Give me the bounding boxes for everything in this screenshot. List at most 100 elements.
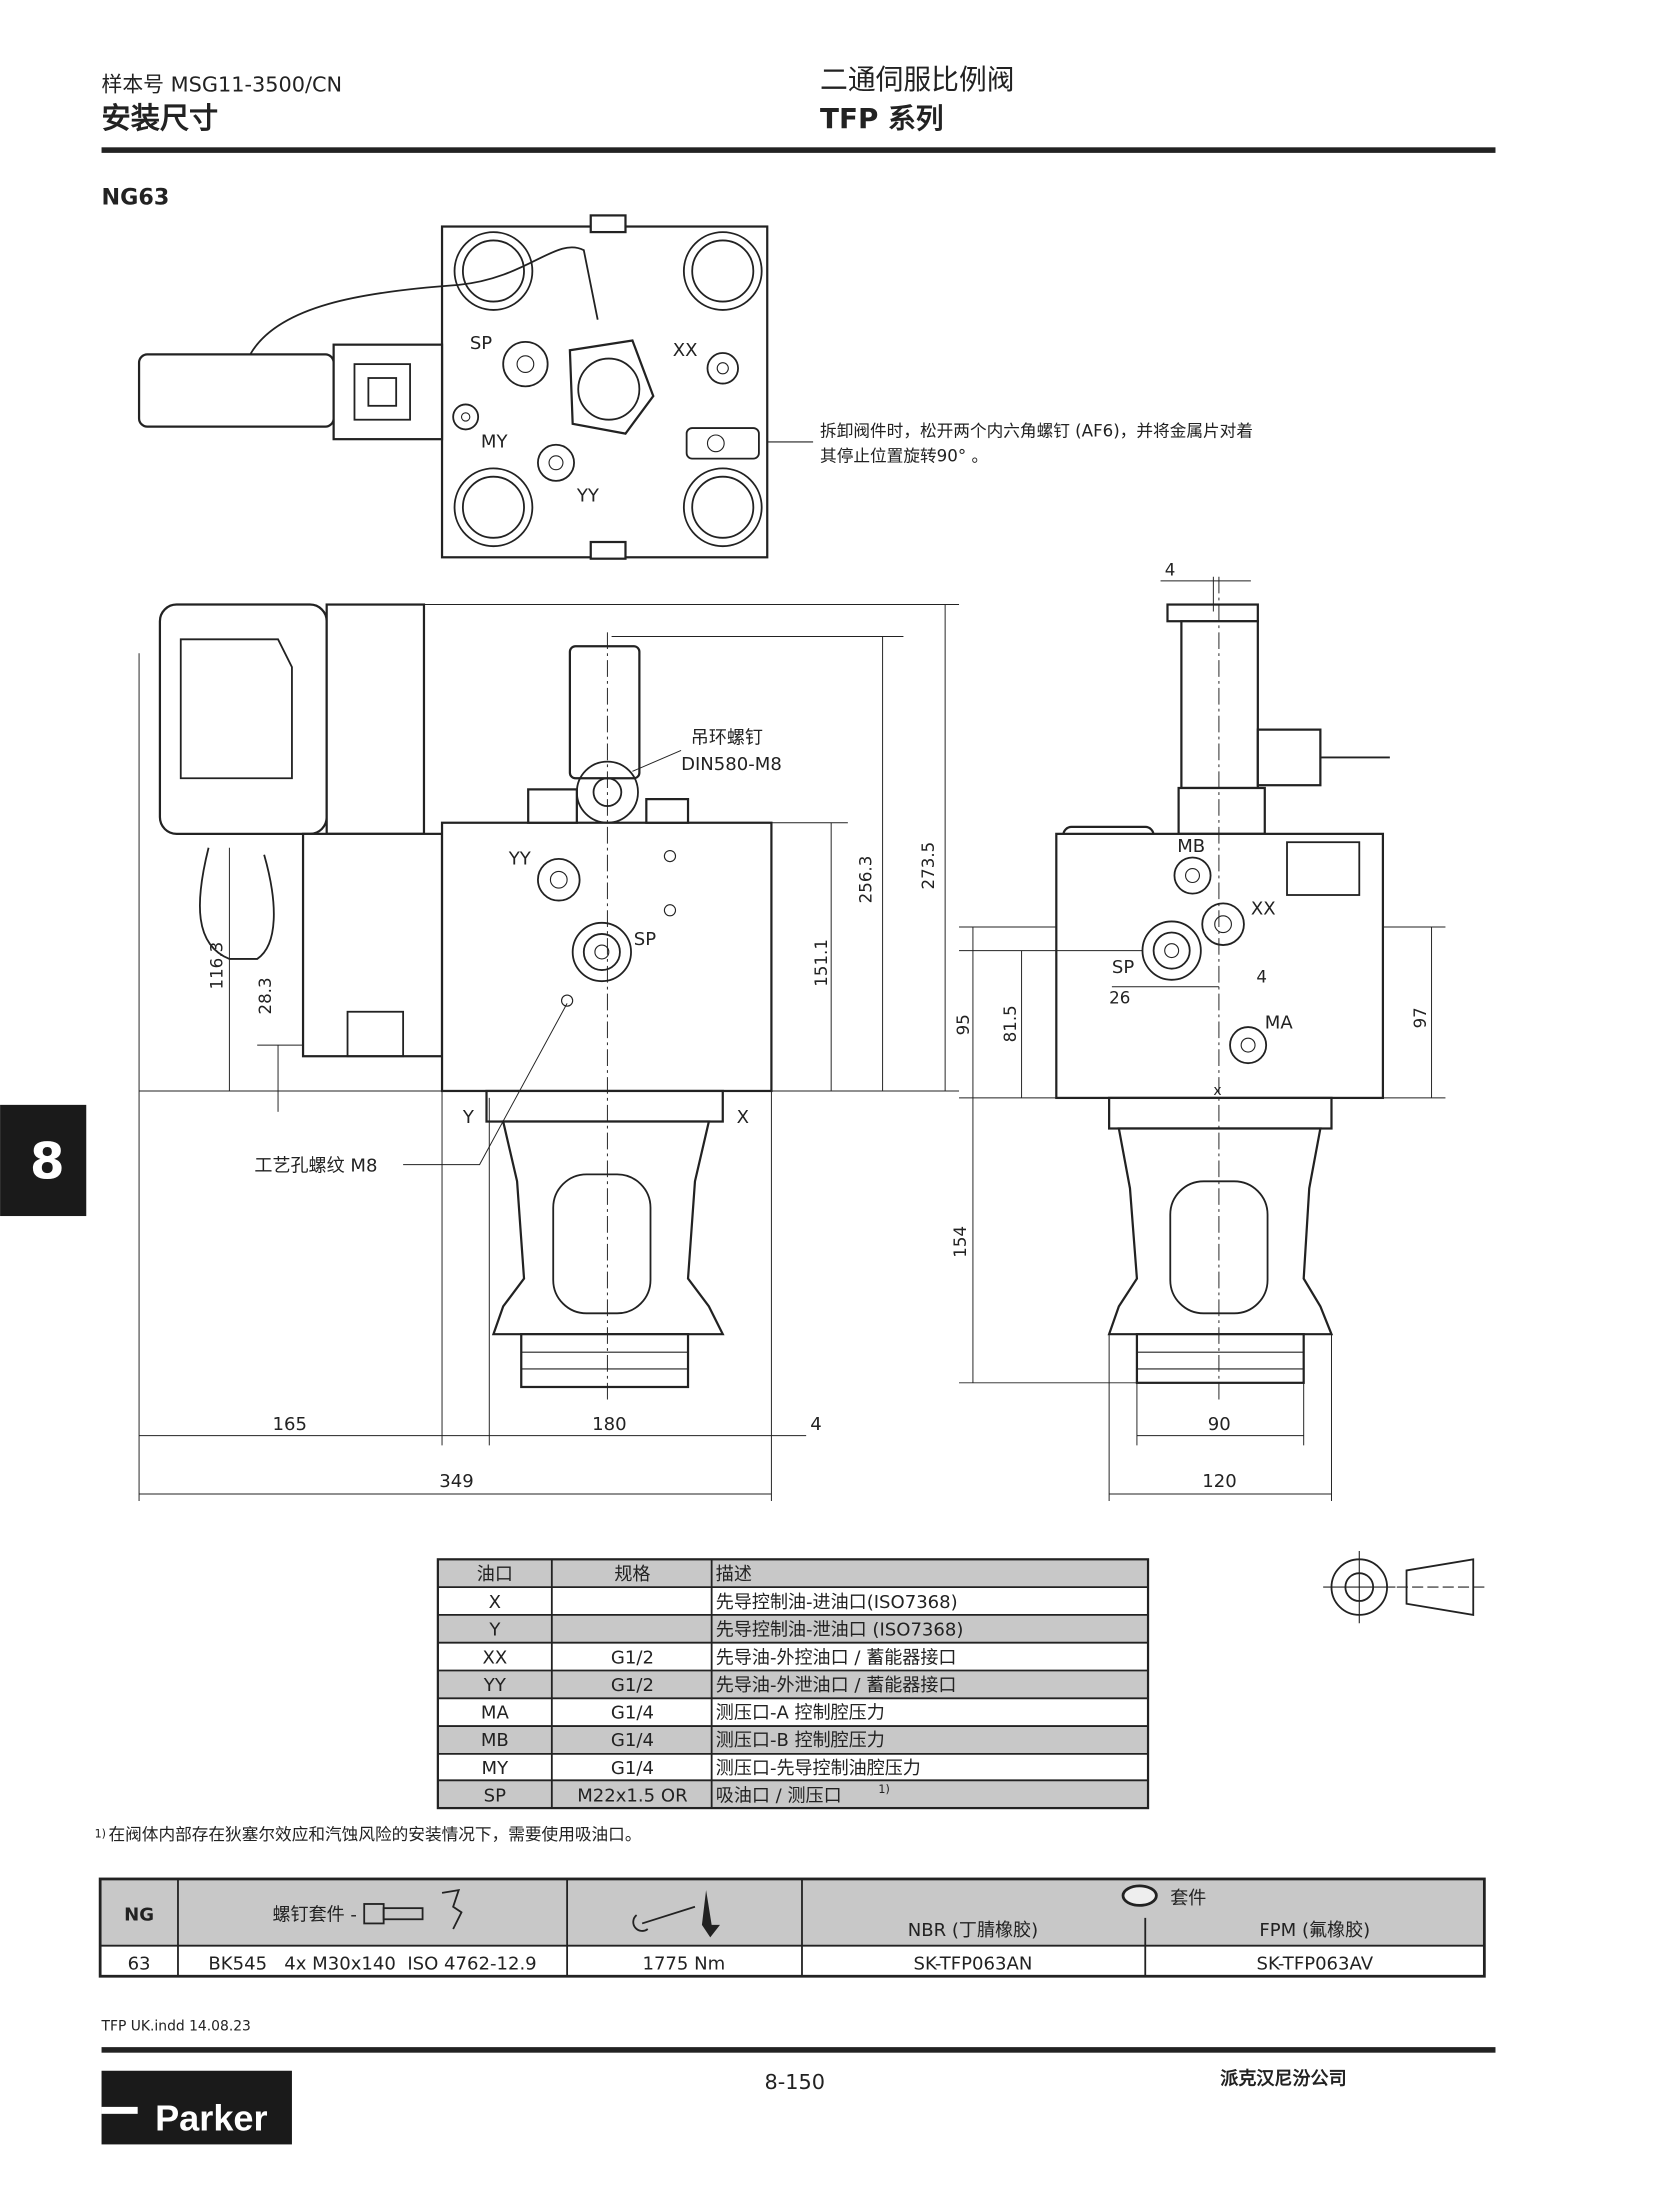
dim-90: 90 [1208, 1414, 1231, 1435]
torque-wrench-icon [632, 1890, 720, 1938]
side-label-xx: XX [1251, 898, 1276, 919]
kit-cell-ng: 63 [128, 1953, 151, 1974]
front-label-y: Y [462, 1107, 475, 1128]
header-rule [101, 147, 1496, 153]
front-label-yy: YY [508, 848, 532, 869]
parker-logo: Parker [101, 2070, 292, 2145]
kit-cell-fpm: SK-TFP063AV [1257, 1953, 1374, 1974]
size-label: NG63 [102, 184, 170, 210]
port-spec-cell: G1/4 [611, 1730, 654, 1751]
front-label-sp: SP [634, 929, 656, 950]
section-title: 安装尺寸 [102, 101, 219, 135]
dim-81-5: 81.5 [1001, 1005, 1020, 1042]
kit-cell-bolt: BK545 4x M30x140 ISO 4762-12.9 [208, 1953, 536, 1974]
side-label-mb: MB [1177, 836, 1205, 857]
port-name-cell: XX [482, 1647, 507, 1668]
dim-side-4: 4 [1256, 968, 1267, 987]
port-label-my: MY [481, 432, 509, 453]
port-label-sp: SP [470, 333, 492, 354]
port-table-row: MB G1/4 测压口-B 控制腔压力 [481, 1730, 885, 1751]
port-name-cell: MB [481, 1730, 509, 1751]
kit-header-bolt: 螺钉套件 - [272, 1905, 356, 1926]
port-spec-cell: M22x1.5 OR [577, 1786, 688, 1807]
chapter-number: 8 [30, 1133, 65, 1191]
catalog-number: 样本号 MSG11-3500/CN [102, 73, 343, 97]
file-info: TFP UK.indd 14.08.23 [101, 2018, 251, 2034]
sp-footnote-mark: 1) [878, 1783, 889, 1796]
port-desc-cell: 先导油-外控油口 / 蓄能器接口 [716, 1647, 957, 1668]
bolt-icon [363, 1888, 463, 1930]
footnote-text: 在阀体内部存在狄塞尔效应和汽蚀风险的安装情况下，需要使用吸油口。 [108, 1825, 641, 1844]
front-label-x: X [737, 1107, 749, 1128]
dim-151-1: 151.1 [812, 939, 831, 987]
port-name-cell: MY [482, 1758, 510, 1779]
port-desc-cell: 测压口-B 控制腔压力 [716, 1730, 885, 1751]
port-desc-cell: 先导控制油-进油口(ISO7368) [716, 1592, 958, 1613]
port-table-header: 规格 [614, 1564, 650, 1585]
removal-note-line2: 其停止位置旋转90° 。 [820, 446, 988, 465]
port-name-cell: YY [483, 1675, 507, 1696]
kit-table: NG 螺钉套件 - 套件 NBR (丁腈橡胶) FPM (氟橡胶) 63 BK5… [98, 1877, 1486, 1978]
kit-cell-torque: 1775 Nm [642, 1953, 725, 1974]
port-name-cell: X [489, 1592, 501, 1613]
port-spec-cell: G1/2 [611, 1675, 654, 1696]
port-table-rows: X 先导控制油-进油口(ISO7368) Y 先导控制油-泄油口 (ISO7368) X… [481, 1592, 964, 1807]
dim-349: 349 [439, 1471, 473, 1492]
dim-95: 95 [954, 1014, 973, 1035]
dim-120: 120 [1202, 1471, 1236, 1492]
dim-28-3: 28.3 [256, 977, 275, 1014]
kit-header-seal: 套件 [1170, 1888, 1206, 1909]
port-desc-cell: 先导控制油-泄油口 (ISO7368) [716, 1620, 964, 1641]
dim-180: 180 [592, 1414, 626, 1435]
port-table-header: 描述 [716, 1564, 752, 1585]
side-view-drawing [959, 576, 1446, 1501]
port-table-header: 油口 [477, 1564, 513, 1585]
kit-header-nbr: NBR (丁腈橡胶) [908, 1920, 1038, 1941]
port-desc-cell: 吸油口 / 测压口 [716, 1786, 842, 1807]
port-table: 油口 规格 描述 [436, 1558, 1150, 1810]
process-hole-label: 工艺孔螺纹 M8 [254, 1156, 377, 1177]
o-ring-icon [1121, 1884, 1158, 1907]
footnote-mark: 1) [95, 1827, 106, 1840]
dim-256-3: 256.3 [856, 856, 875, 904]
port-spec-cell: G1/4 [611, 1758, 654, 1779]
dim-97: 97 [1411, 1007, 1430, 1028]
port-spec-cell: G1/2 [611, 1647, 654, 1668]
port-table-row: X 先导控制油-进油口(ISO7368) [489, 1592, 958, 1613]
chapter-tab [0, 1104, 87, 1217]
kit-header-ng: NG [124, 1905, 154, 1926]
kit-header-fpm: FPM (氟橡胶) [1259, 1920, 1370, 1941]
dim-116-3: 116.3 [207, 942, 226, 990]
dim-273-5: 273.5 [919, 842, 938, 890]
company-name: 派克汉尼汾公司 [1220, 2068, 1346, 2090]
port-table-row: Y 先导控制油-泄油口 (ISO7368) [488, 1620, 963, 1641]
port-desc-cell: 测压口-先导控制油腔压力 [716, 1758, 921, 1779]
footer-rule [101, 2047, 1496, 2053]
port-spec-cell: G1/4 [611, 1703, 654, 1724]
kit-cell-nbr: SK-TFP063AN [914, 1953, 1033, 1974]
port-table-row: MY G1/4 测压口-先导控制油腔压力 [482, 1758, 921, 1779]
port-name-cell: MA [481, 1703, 510, 1724]
projection-symbol-icon [1323, 1550, 1485, 1624]
side-label-ma: MA [1265, 1012, 1294, 1033]
series-title: TFP 系列 [820, 102, 944, 135]
eyebolt-label: 吊环螺钉 [691, 728, 763, 749]
side-label-x: x [1213, 1083, 1221, 1099]
product-name: 二通伺服比例阀 [820, 63, 1014, 96]
port-table-row: YY G1/2 先导油-外泄油口 / 蓄能器接口 [483, 1675, 957, 1696]
dim-26: 26 [1109, 988, 1130, 1007]
port-label-yy: YY [576, 486, 600, 507]
eyebolt-spec: DIN580-M8 [681, 754, 782, 775]
front-view-drawing [138, 603, 960, 1501]
dim-165: 165 [272, 1414, 306, 1435]
port-desc-cell: 先导油-外泄油口 / 蓄能器接口 [716, 1675, 957, 1696]
port-table-row: XX G1/2 先导油-外控油口 / 蓄能器接口 [482, 1647, 956, 1668]
dim-side-4-top: 4 [1165, 560, 1176, 579]
top-view-drawing: SP XX MY YY [137, 214, 814, 560]
removal-note-line1: 拆卸阀件时，松开两个内六角螺钉 (AF6)，并将金属片对着 [820, 421, 1253, 440]
port-name-cell: Y [488, 1620, 501, 1641]
dim-4: 4 [810, 1414, 821, 1435]
